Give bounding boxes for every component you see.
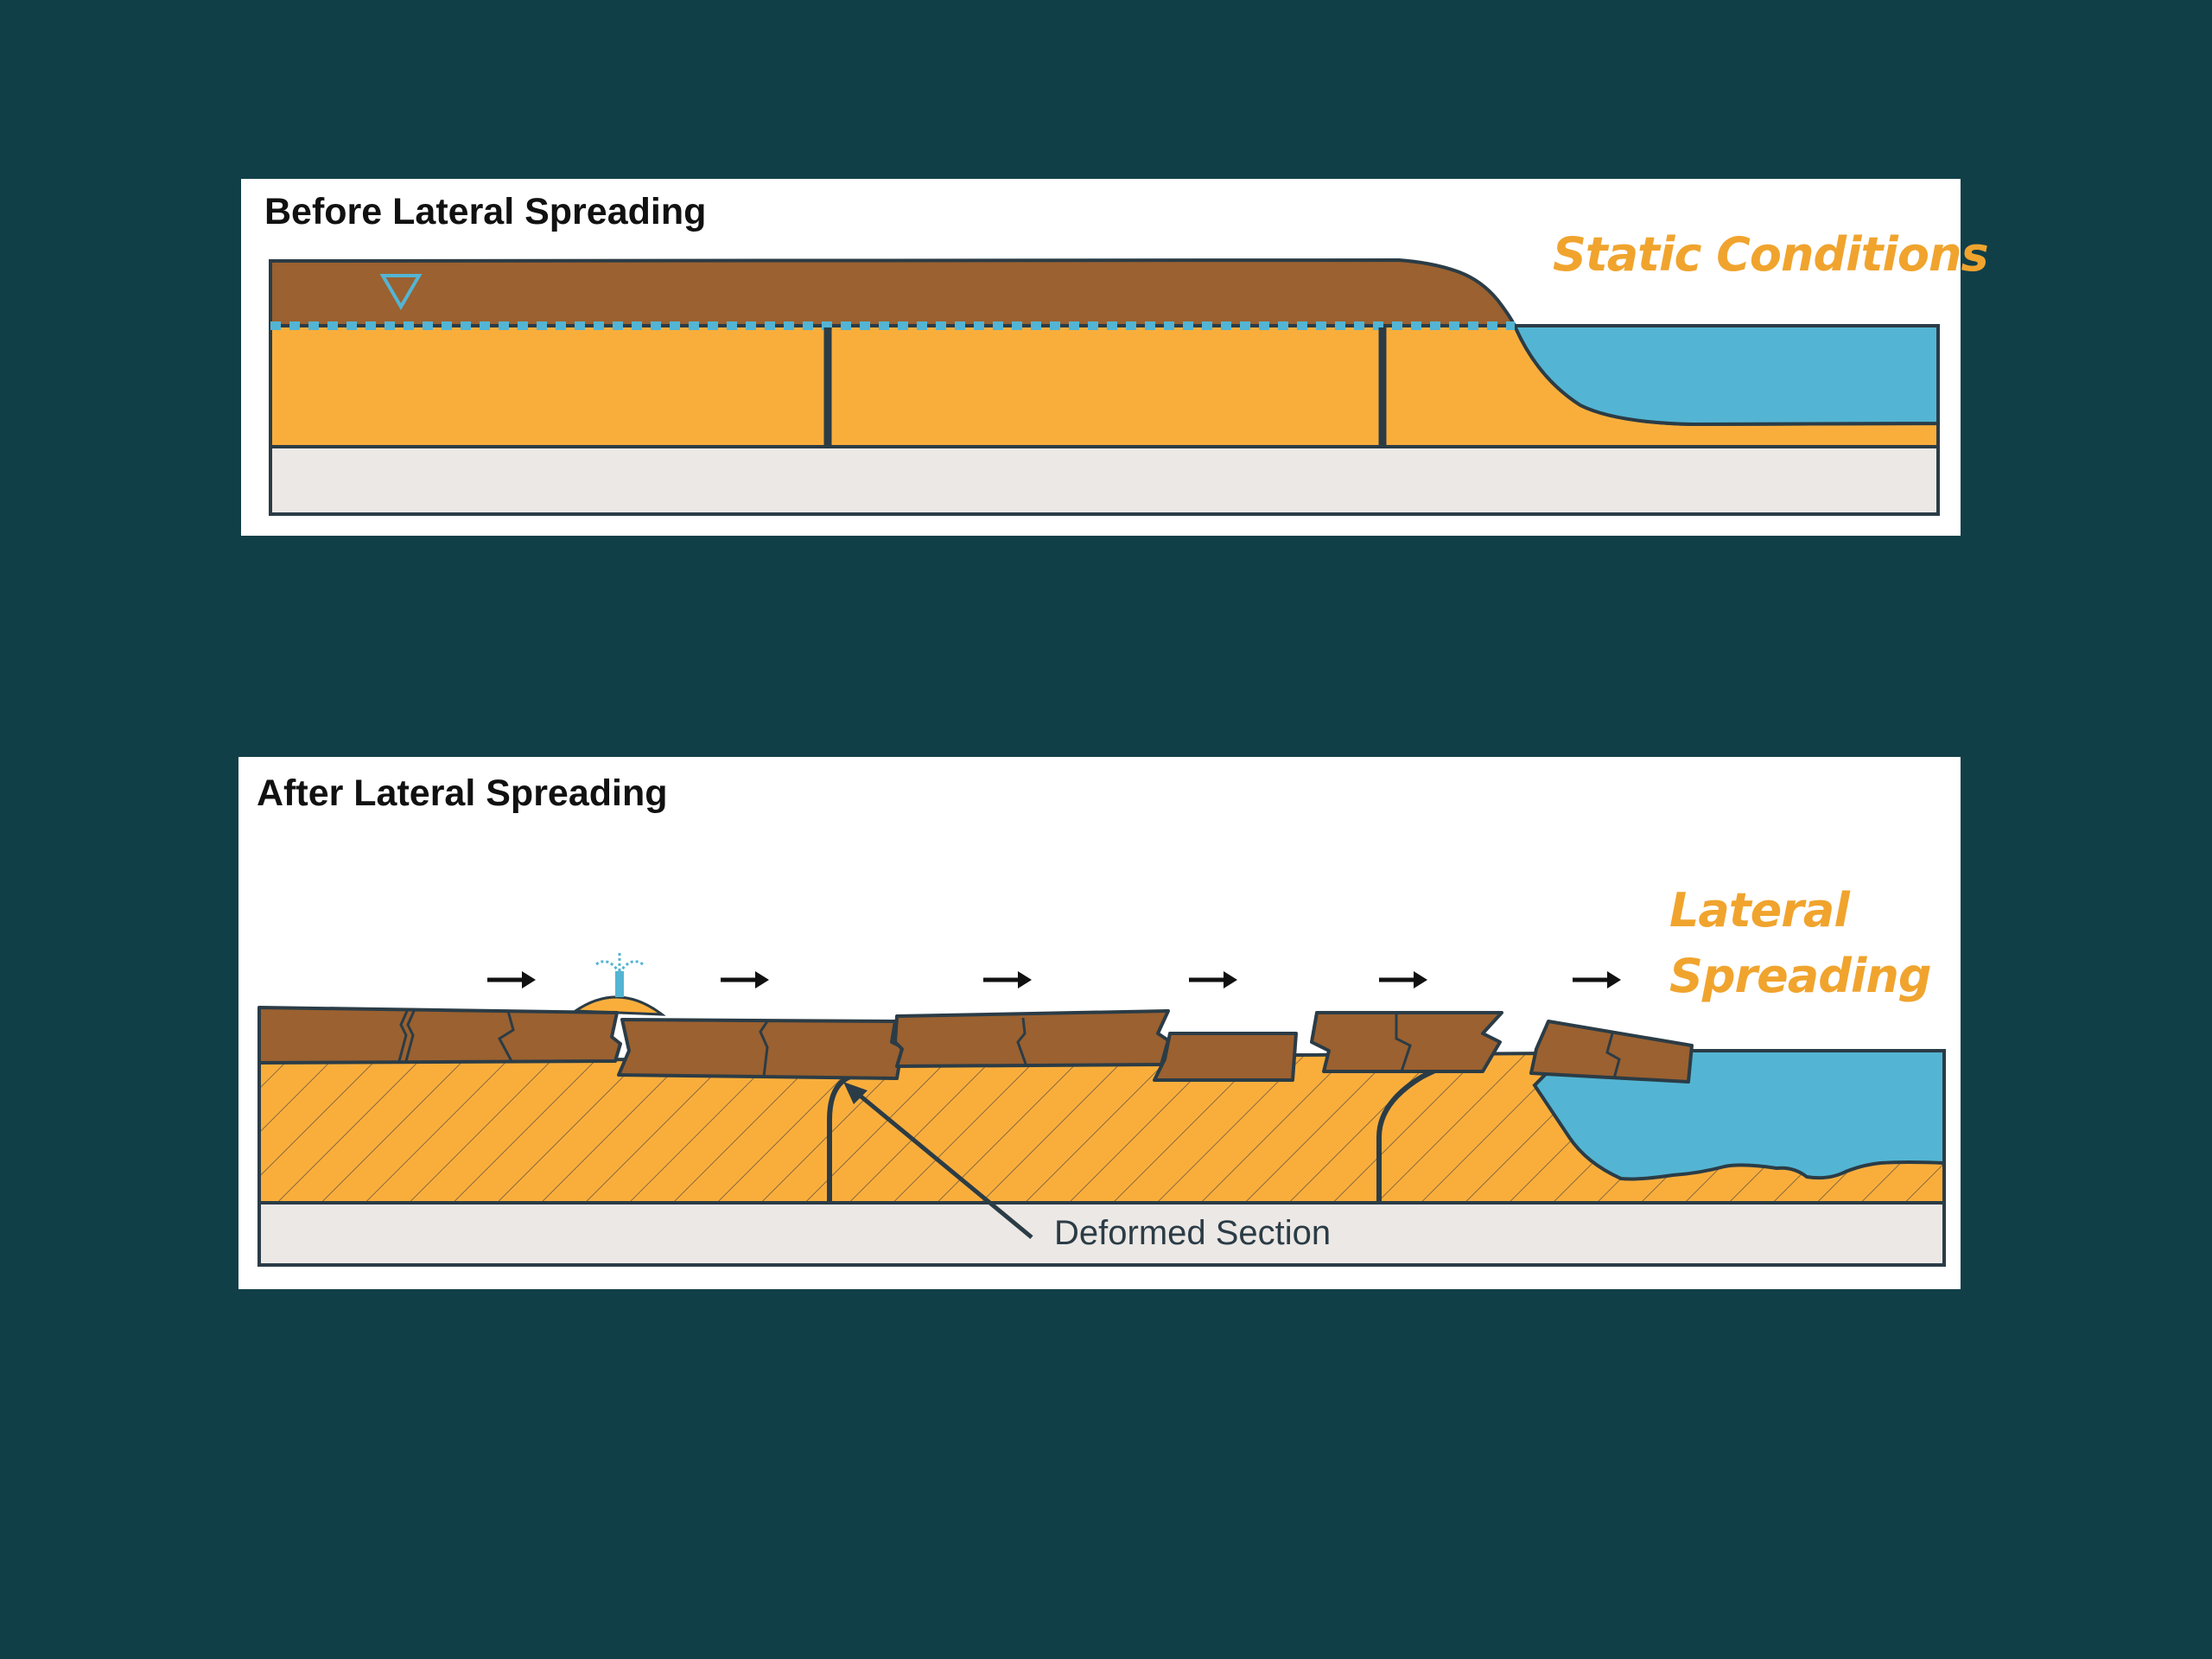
before-panel: Before Lateral Spreading Static Conditio… xyxy=(241,179,1989,536)
movement-arrows xyxy=(487,971,1621,988)
movement-arrow-icon xyxy=(721,971,769,988)
after-panel: Deformed Section xyxy=(238,757,1961,1289)
water-body xyxy=(1511,324,1940,427)
bedrock-layer xyxy=(269,445,1940,516)
crust-block-6 xyxy=(1529,1020,1694,1084)
callout-arrowhead-icon xyxy=(843,1082,868,1104)
callout-leader xyxy=(852,1089,1033,1239)
deformed-section-label: Deformed Section xyxy=(1054,1214,1331,1252)
after-title: After Lateral Spreading xyxy=(257,772,668,814)
before-cross-section xyxy=(269,257,1940,516)
crust-blocks xyxy=(257,1006,1694,1084)
water-body xyxy=(1532,1049,1946,1181)
movement-arrow-icon xyxy=(1189,971,1237,988)
crust-block-2 xyxy=(617,1018,904,1080)
lateral-spreading-label: Lateral Spreading xyxy=(1669,878,1932,1009)
movement-arrow-icon xyxy=(487,971,536,988)
crust-layer xyxy=(269,257,1518,327)
before-title: Before Lateral Spreading xyxy=(264,191,707,232)
lateral-spreading-label-line1: Lateral xyxy=(1669,883,1850,938)
lateral-spreading-label-line2: Spreading xyxy=(1669,949,1932,1003)
movement-arrow-icon xyxy=(1573,971,1621,988)
crust-block-4 xyxy=(1153,1032,1298,1082)
crust-block-5 xyxy=(1310,1011,1503,1073)
water-table-triangle-icon xyxy=(379,274,423,310)
crust-block-3 xyxy=(893,1009,1170,1068)
sand-boil-icon xyxy=(595,952,644,997)
movement-arrow-icon xyxy=(983,971,1032,988)
after-cross-section: Deformed Section xyxy=(257,952,1946,1267)
sand-boil-mound xyxy=(571,995,666,1016)
bedrock-layer xyxy=(257,1201,1946,1267)
crust-block-1 xyxy=(257,1006,622,1065)
movement-arrow-icon xyxy=(1379,971,1427,988)
static-conditions-label: Static Conditions xyxy=(1553,227,1989,282)
